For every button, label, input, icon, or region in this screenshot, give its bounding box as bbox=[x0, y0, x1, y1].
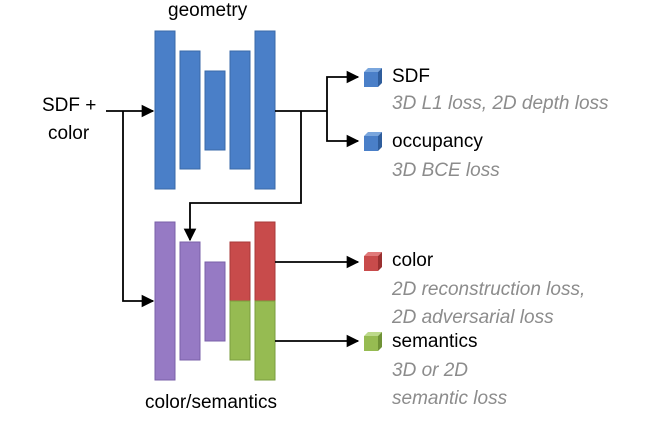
colorsem-layer-2 bbox=[179, 241, 201, 361]
arrow-geometry-colorsem bbox=[183, 111, 302, 242]
geometry-label: geometry bbox=[168, 0, 248, 21]
color-output-label: color bbox=[392, 250, 434, 271]
geometry-layer-5 bbox=[254, 30, 276, 190]
arrow-to-sdf bbox=[326, 70, 360, 111]
colorsem-layer-1 bbox=[154, 221, 176, 381]
sdf-output-label: SDF bbox=[392, 66, 430, 87]
occupancy-loss-label: 3D BCE loss bbox=[392, 160, 500, 181]
color-loss-label-line1: 2D reconstruction loss, bbox=[392, 279, 586, 300]
geometry-layer-1 bbox=[154, 30, 176, 190]
geometry-layer-2 bbox=[179, 50, 201, 170]
semantics-head-layer-2 bbox=[254, 300, 276, 381]
semantics-loss-label-line1: 3D or 2D bbox=[392, 360, 469, 381]
color-head-layer-1 bbox=[229, 241, 251, 302]
color-semantics-label: color/semantics bbox=[145, 392, 277, 413]
geometry-network bbox=[154, 30, 276, 190]
color-semantics-network bbox=[154, 221, 276, 381]
colorsem-layer-3 bbox=[204, 261, 226, 342]
semantics-output-label: semantics bbox=[392, 331, 478, 352]
occupancy-output-label: occupancy bbox=[392, 131, 483, 152]
sdf-cube-icon bbox=[364, 68, 382, 87]
input-label-line1: SDF + bbox=[42, 95, 97, 116]
sdf-loss-label: 3D L1 loss, 2D depth loss bbox=[392, 93, 609, 114]
semantics-head-layer-1 bbox=[229, 300, 251, 361]
semantics-cube-icon bbox=[364, 332, 382, 351]
color-cube-icon bbox=[364, 252, 382, 271]
color-loss-label-line2: 2D adversarial loss bbox=[392, 307, 554, 328]
connectors bbox=[106, 70, 360, 348]
geometry-layer-3 bbox=[204, 70, 226, 151]
occupancy-cube-icon bbox=[364, 132, 382, 151]
input-label-line2: color bbox=[48, 123, 90, 144]
arrow-to-occupancy bbox=[326, 111, 360, 148]
geometry-layer-4 bbox=[229, 50, 251, 170]
semantics-loss-label-line2: semantic loss bbox=[392, 388, 508, 409]
color-head-layer-2 bbox=[254, 221, 276, 302]
arrow-input-colorsem bbox=[122, 111, 155, 308]
